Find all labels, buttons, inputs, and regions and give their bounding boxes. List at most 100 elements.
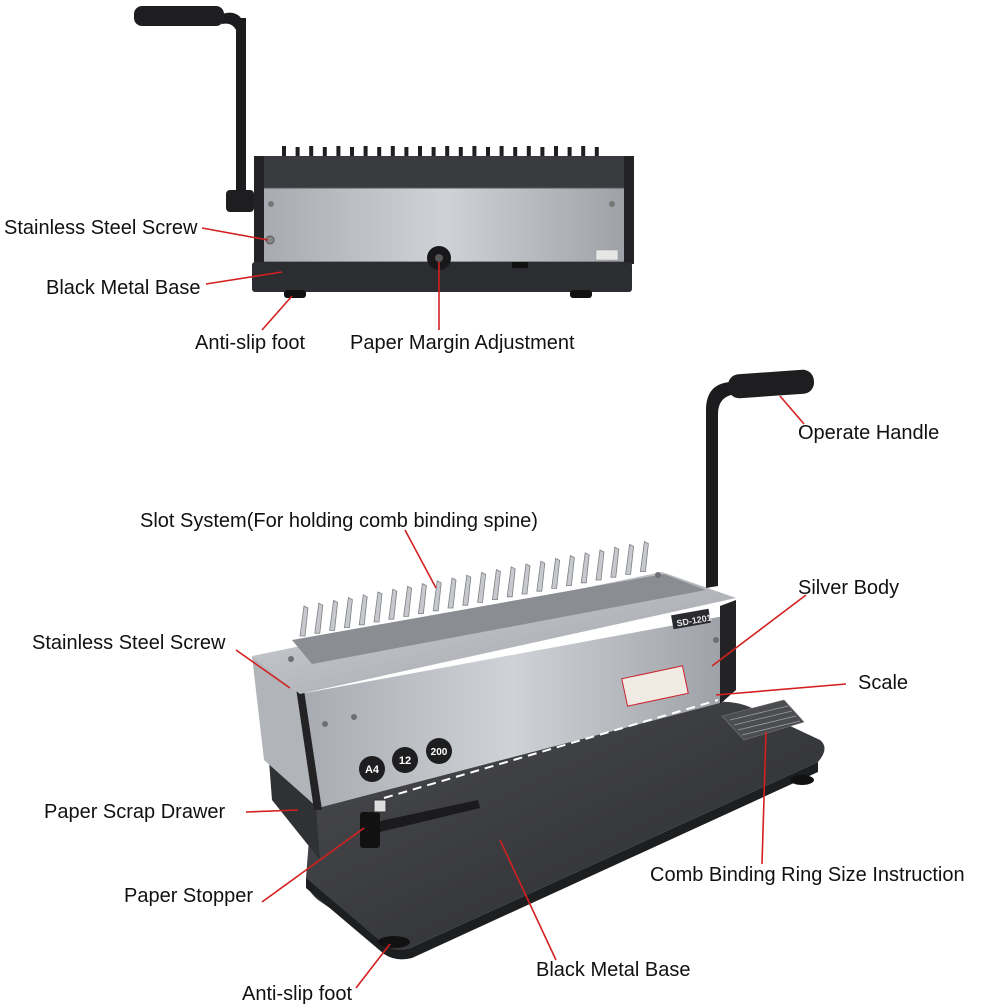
- perspective-comb-tooth: [417, 582, 427, 614]
- front-body-right-cap: [624, 156, 634, 264]
- perspective-foot-front: [378, 936, 410, 948]
- model-plate: [671, 608, 711, 630]
- perspective-comb-tooth: [521, 563, 531, 595]
- label-paper-stopper: Paper Stopper: [124, 885, 253, 907]
- badge-capacity: [426, 738, 452, 764]
- leader-screw: [235, 649, 291, 689]
- label-black-metal-base: Black Metal Base: [536, 959, 691, 981]
- perspective-comb-tooth: [565, 554, 575, 586]
- perspective-comb-tooth: [595, 549, 605, 581]
- leader-front-foot: [261, 295, 293, 331]
- perspective-screw-body-2: [351, 714, 357, 720]
- perspective-screw-body: [322, 721, 328, 727]
- perspective-comb-tooth: [536, 560, 546, 592]
- perspective-foot-right: [790, 775, 814, 785]
- perspective-handle-grip: [728, 369, 814, 399]
- front-body-top: [256, 156, 632, 190]
- badge-sheets: [392, 747, 418, 773]
- label-stainless-steel-screw: Stainless Steel Screw: [32, 632, 226, 654]
- perspective-comb-tooth: [329, 599, 339, 631]
- front-comb-tooth: [282, 146, 286, 164]
- perspective-handle-shaft: [706, 382, 736, 588]
- paper-stopper-knob: [360, 812, 380, 848]
- perspective-comb-tooth: [639, 540, 649, 572]
- label-front-anti-slip-foot: Anti-slip foot: [195, 332, 306, 354]
- ring-size-instruction-sticker: [721, 699, 805, 741]
- perspective-screw-top-right: [655, 572, 661, 578]
- paper-stopper-marker: [373, 799, 387, 813]
- perspective-comb-tooth: [314, 602, 324, 634]
- front-comb-tooth: [363, 146, 368, 164]
- paper-stopper-arm: [376, 800, 480, 832]
- leader-stopper: [261, 827, 365, 903]
- perspective-machine: SD-1201 A4 12 200: [252, 369, 825, 960]
- leader-scale: [715, 683, 847, 696]
- capacity-badges: A4 12 200: [359, 738, 452, 782]
- label-paper-margin-adjustment: Paper Margin Adjustment: [350, 332, 575, 354]
- perspective-comb-tooth: [432, 580, 442, 612]
- perspective-body-right-cap: [720, 600, 736, 704]
- front-base-slot: [512, 262, 528, 268]
- perspective-comb-tooth: [610, 546, 620, 578]
- front-leader-lines: [201, 227, 440, 331]
- front-body-left-cap: [254, 156, 264, 264]
- label-slot-system: Slot System(For holding comb binding spi…: [140, 510, 538, 532]
- leader-handle: [779, 395, 805, 425]
- front-comb-tooth: [526, 146, 531, 164]
- leader-slots: [404, 529, 437, 589]
- warning-sticker: [621, 665, 689, 707]
- margin-adjust-knob-center: [435, 254, 443, 262]
- leader-drawer: [245, 809, 299, 813]
- label-anti-slip-foot: Anti-slip foot: [242, 983, 353, 1005]
- perspective-comb-tooth: [491, 568, 501, 600]
- perspective-comb-tooth: [477, 571, 487, 603]
- front-screw: [268, 201, 274, 207]
- perspective-comb-tooth: [388, 588, 398, 620]
- front-handle-shaft: [236, 18, 246, 200]
- front-handle-grip: [134, 6, 224, 26]
- perspective-comb-tooth: [447, 577, 457, 609]
- label-front-stainless-steel-screw: Stainless Steel Screw: [4, 217, 198, 239]
- perspective-metal-base-plate: [306, 701, 825, 950]
- front-foot-right: [570, 290, 592, 298]
- front-foot-left: [284, 290, 306, 298]
- leader-front-screw: [201, 227, 269, 241]
- front-comb-tooth: [445, 146, 450, 164]
- perspective-body-left-side: [252, 656, 318, 808]
- leader-front-base: [205, 271, 283, 285]
- front-comb-tooth: [499, 146, 504, 164]
- perspective-comb-tooth: [403, 585, 413, 617]
- label-silver-body: Silver Body: [798, 577, 900, 599]
- badge-capacity-text: 200: [431, 747, 448, 758]
- front-comb-tooth: [390, 146, 395, 164]
- front-comb-tooth: [554, 146, 558, 164]
- leader-ring-size: [761, 731, 767, 865]
- perspective-comb-tooth: [506, 566, 516, 598]
- label-ring-size-instruction: Comb Binding Ring Size Instruction: [650, 864, 965, 886]
- front-metal-base: [252, 262, 632, 292]
- front-view-machine: [134, 6, 634, 298]
- perspective-body-left-edge: [296, 688, 322, 810]
- front-comb-tooth: [418, 146, 422, 164]
- leader-silver-body: [711, 594, 807, 667]
- front-label-sticker: [595, 249, 619, 261]
- label-operate-handle: Operate Handle: [798, 422, 940, 444]
- label-front-black-metal-base: Black Metal Base: [46, 277, 201, 299]
- leader-base: [499, 839, 557, 961]
- badge-sheets-text: 12: [399, 755, 411, 767]
- front-comb-tooth: [336, 146, 341, 164]
- label-paper-scrap-drawer: Paper Scrap Drawer: [44, 801, 226, 823]
- badge-paper-size: [359, 756, 385, 782]
- front-comb-tooth: [581, 146, 586, 164]
- perspective-comb-tooth: [551, 557, 561, 589]
- perspective-comb-tooth: [358, 594, 368, 626]
- perspective-comb-tooth: [580, 552, 590, 584]
- front-comb-tooth: [309, 146, 314, 164]
- front-handle-arm: [222, 12, 246, 30]
- perspective-screw-right: [713, 637, 719, 643]
- leader-foot: [355, 943, 391, 989]
- front-screw-right: [609, 201, 615, 207]
- badge-paper-size-text: A4: [365, 764, 380, 776]
- front-handle-hub: [226, 190, 254, 212]
